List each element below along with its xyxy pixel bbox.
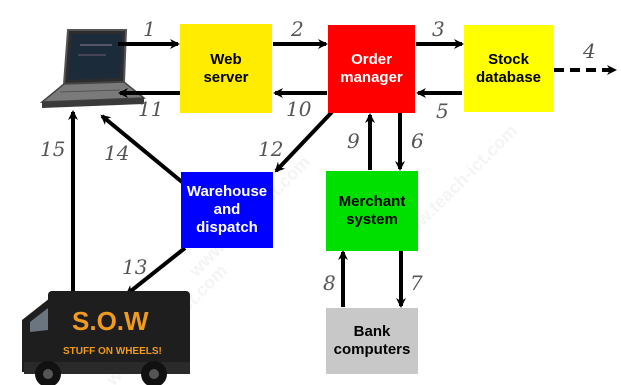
- step-number: 3: [432, 17, 445, 41]
- step-number: 11: [138, 97, 163, 121]
- step-number: 8: [323, 271, 336, 295]
- merchant-system-box: Merchant system: [326, 171, 418, 251]
- step-number: 15: [40, 137, 65, 161]
- stock-database-box: Stock database: [464, 25, 553, 112]
- truck-tagline: STUFF ON WHEELS!: [63, 346, 162, 357]
- order-manager-box: Order manager: [328, 25, 415, 113]
- step-number: 5: [436, 99, 449, 123]
- arrow-group: [68, 39, 617, 308]
- step-number: 10: [286, 97, 312, 121]
- step-number: 6: [411, 129, 424, 153]
- bank-computers-box: Bank computers: [326, 308, 418, 374]
- step-numbers: 1 2 3 4 5 6 7 8 9 10 11 12 13 14 15: [40, 17, 596, 295]
- step-number: 13: [122, 255, 147, 279]
- step-number: 1: [143, 17, 156, 41]
- warehouse-dispatch-box: Warehouse and dispatch: [181, 172, 273, 248]
- step-number: 9: [347, 129, 360, 153]
- arrow-14: [100, 114, 184, 184]
- step-number: 7: [410, 271, 423, 295]
- delivery-truck-icon: S.O.W STUFF ON WHEELS!: [22, 291, 190, 385]
- arrow-13: [125, 246, 187, 296]
- step-number: 2: [290, 17, 304, 41]
- arrow-12: [274, 110, 334, 173]
- truck-logo: S.O.W: [72, 306, 149, 336]
- web-server-box: Web server: [180, 24, 272, 113]
- step-number: 12: [258, 137, 283, 161]
- step-number: 14: [104, 141, 129, 165]
- step-number: 4: [582, 39, 596, 63]
- laptop-icon: [39, 29, 147, 108]
